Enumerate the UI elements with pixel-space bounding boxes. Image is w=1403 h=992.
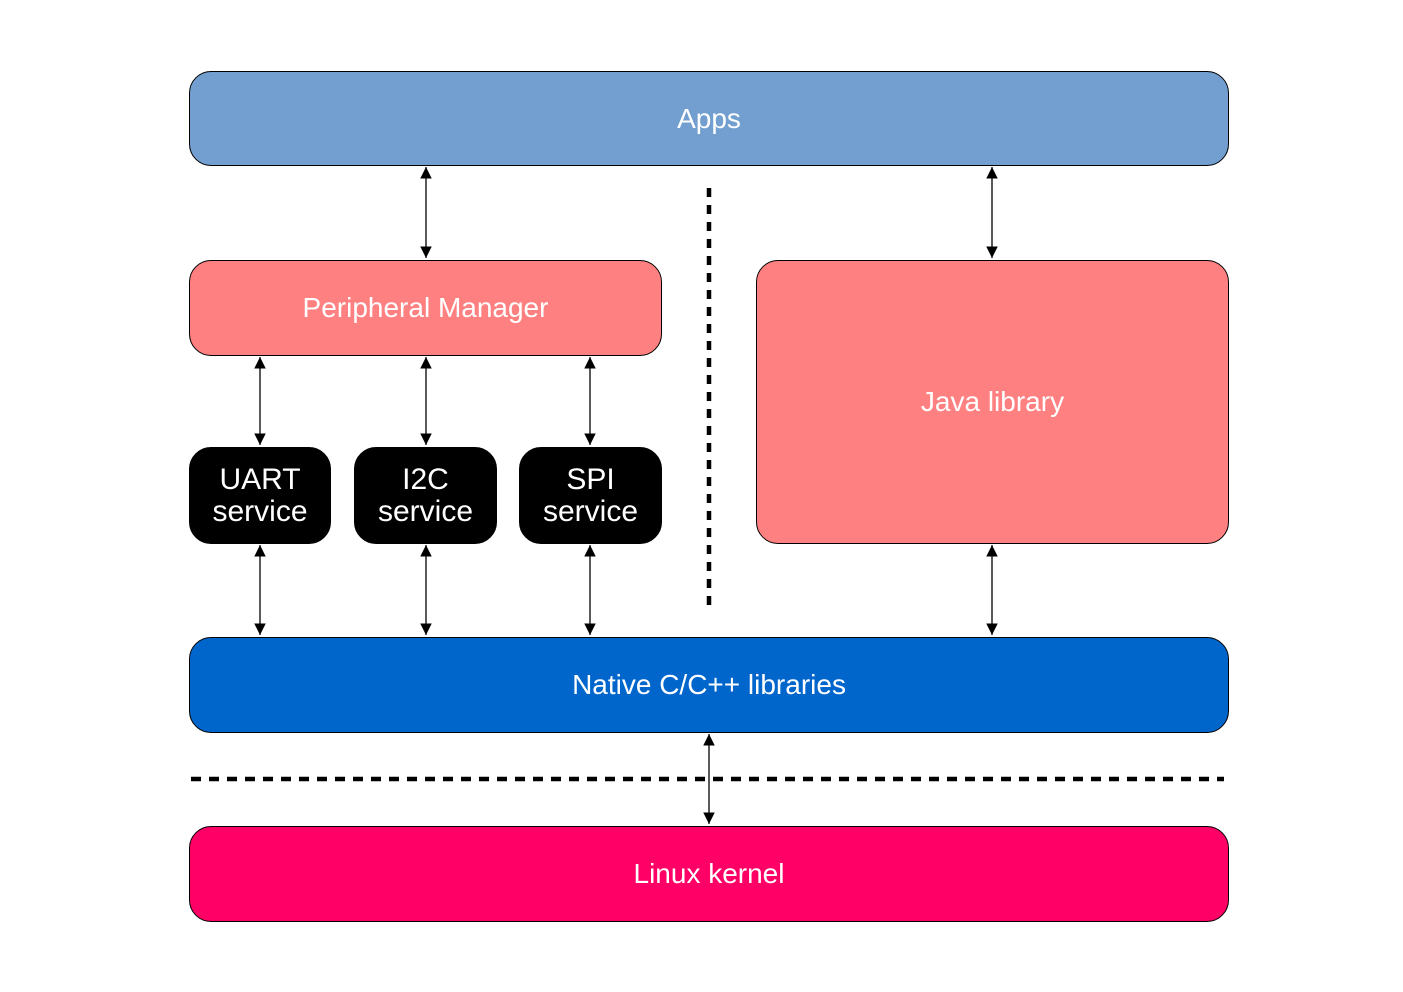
- spi-service-title: SPI: [566, 462, 615, 496]
- native-libraries-layer: Native C/C++ libraries: [189, 637, 1229, 733]
- spi-service-box: SPI service: [519, 447, 662, 544]
- i2c-service-box: I2C service: [354, 447, 497, 544]
- uart-service-label: UART service: [212, 462, 308, 528]
- i2c-service-title: I2C: [402, 462, 449, 496]
- peripheral-manager-label: Peripheral Manager: [302, 292, 549, 323]
- peripheral-manager-box: Peripheral Manager: [189, 260, 662, 356]
- i2c-service-subtitle: service: [377, 494, 474, 528]
- i2c-service-label: I2C service: [377, 462, 474, 528]
- linux-kernel-layer: Linux kernel: [189, 826, 1229, 922]
- uart-service-subtitle: service: [212, 494, 308, 528]
- spi-service-label: SPI service: [542, 462, 639, 528]
- spi-service-subtitle: service: [542, 494, 639, 528]
- apps-layer: Apps: [189, 71, 1229, 166]
- native-libraries-label: Native C/C++ libraries: [572, 669, 846, 700]
- apps-label: Apps: [677, 102, 741, 134]
- uart-service-title: UART: [219, 462, 301, 496]
- java-library-box: Java library: [756, 260, 1229, 544]
- uart-service-box: UART service: [189, 447, 331, 544]
- java-library-label: Java library: [920, 386, 1065, 417]
- linux-kernel-label: Linux kernel: [633, 858, 785, 889]
